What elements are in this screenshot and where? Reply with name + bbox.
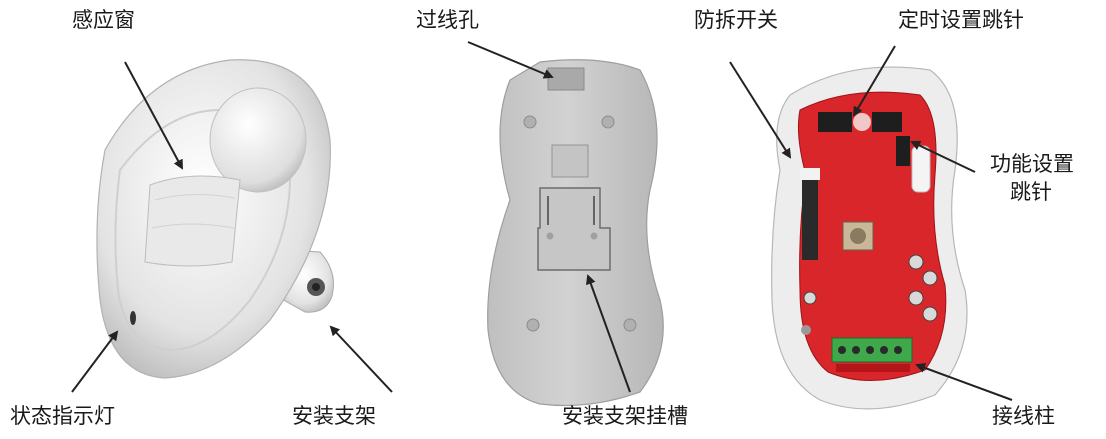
arrow-cable-hole xyxy=(467,41,554,79)
label-mount-bracket: 安装支架 xyxy=(292,404,376,428)
pir-sensor xyxy=(842,221,874,251)
sensor-window-lens xyxy=(144,175,241,267)
arrow-timer-jumper xyxy=(852,45,896,117)
capacitors xyxy=(803,254,938,322)
cable-hole xyxy=(547,67,585,91)
bracket-slot xyxy=(537,187,611,271)
tamper-switch xyxy=(802,176,818,260)
label-status-light: 状态指示灯 xyxy=(10,404,115,428)
arrow-bracket-slot xyxy=(586,274,631,393)
arrow-terminal-block xyxy=(915,363,1013,401)
label-terminal-block: 接线柱 xyxy=(992,404,1055,428)
label-timer-jumper: 定时设置跳针 xyxy=(898,8,1024,32)
label-function-jumper: 功能设置 跳针 xyxy=(990,150,1074,207)
function-jumper-pins xyxy=(896,136,910,166)
dome xyxy=(209,87,307,193)
arrow-function-jumper xyxy=(910,140,976,173)
detector-front-view xyxy=(96,59,334,379)
label-function-jumper-line1: 功能设置 xyxy=(990,152,1074,176)
arrow-status-light xyxy=(71,330,119,393)
label-function-jumper-line2: 跳针 xyxy=(1010,180,1052,205)
label-cable-hole: 过线孔 xyxy=(416,8,479,32)
pcb-view xyxy=(771,66,968,410)
timer-jumper-pins xyxy=(818,112,902,132)
label-sensor-window: 感应窗 xyxy=(72,8,135,32)
leader-arrows xyxy=(71,41,1013,401)
arrow-tamper-switch xyxy=(729,61,792,159)
arrow-sensor-window xyxy=(124,61,183,170)
label-tamper-switch: 防拆开关 xyxy=(694,8,778,32)
label-bracket-slot: 安装支架挂槽 xyxy=(562,404,688,428)
backplate-view xyxy=(487,59,664,407)
status-led-hole xyxy=(130,311,136,325)
arrow-mount-bracket xyxy=(329,325,393,393)
